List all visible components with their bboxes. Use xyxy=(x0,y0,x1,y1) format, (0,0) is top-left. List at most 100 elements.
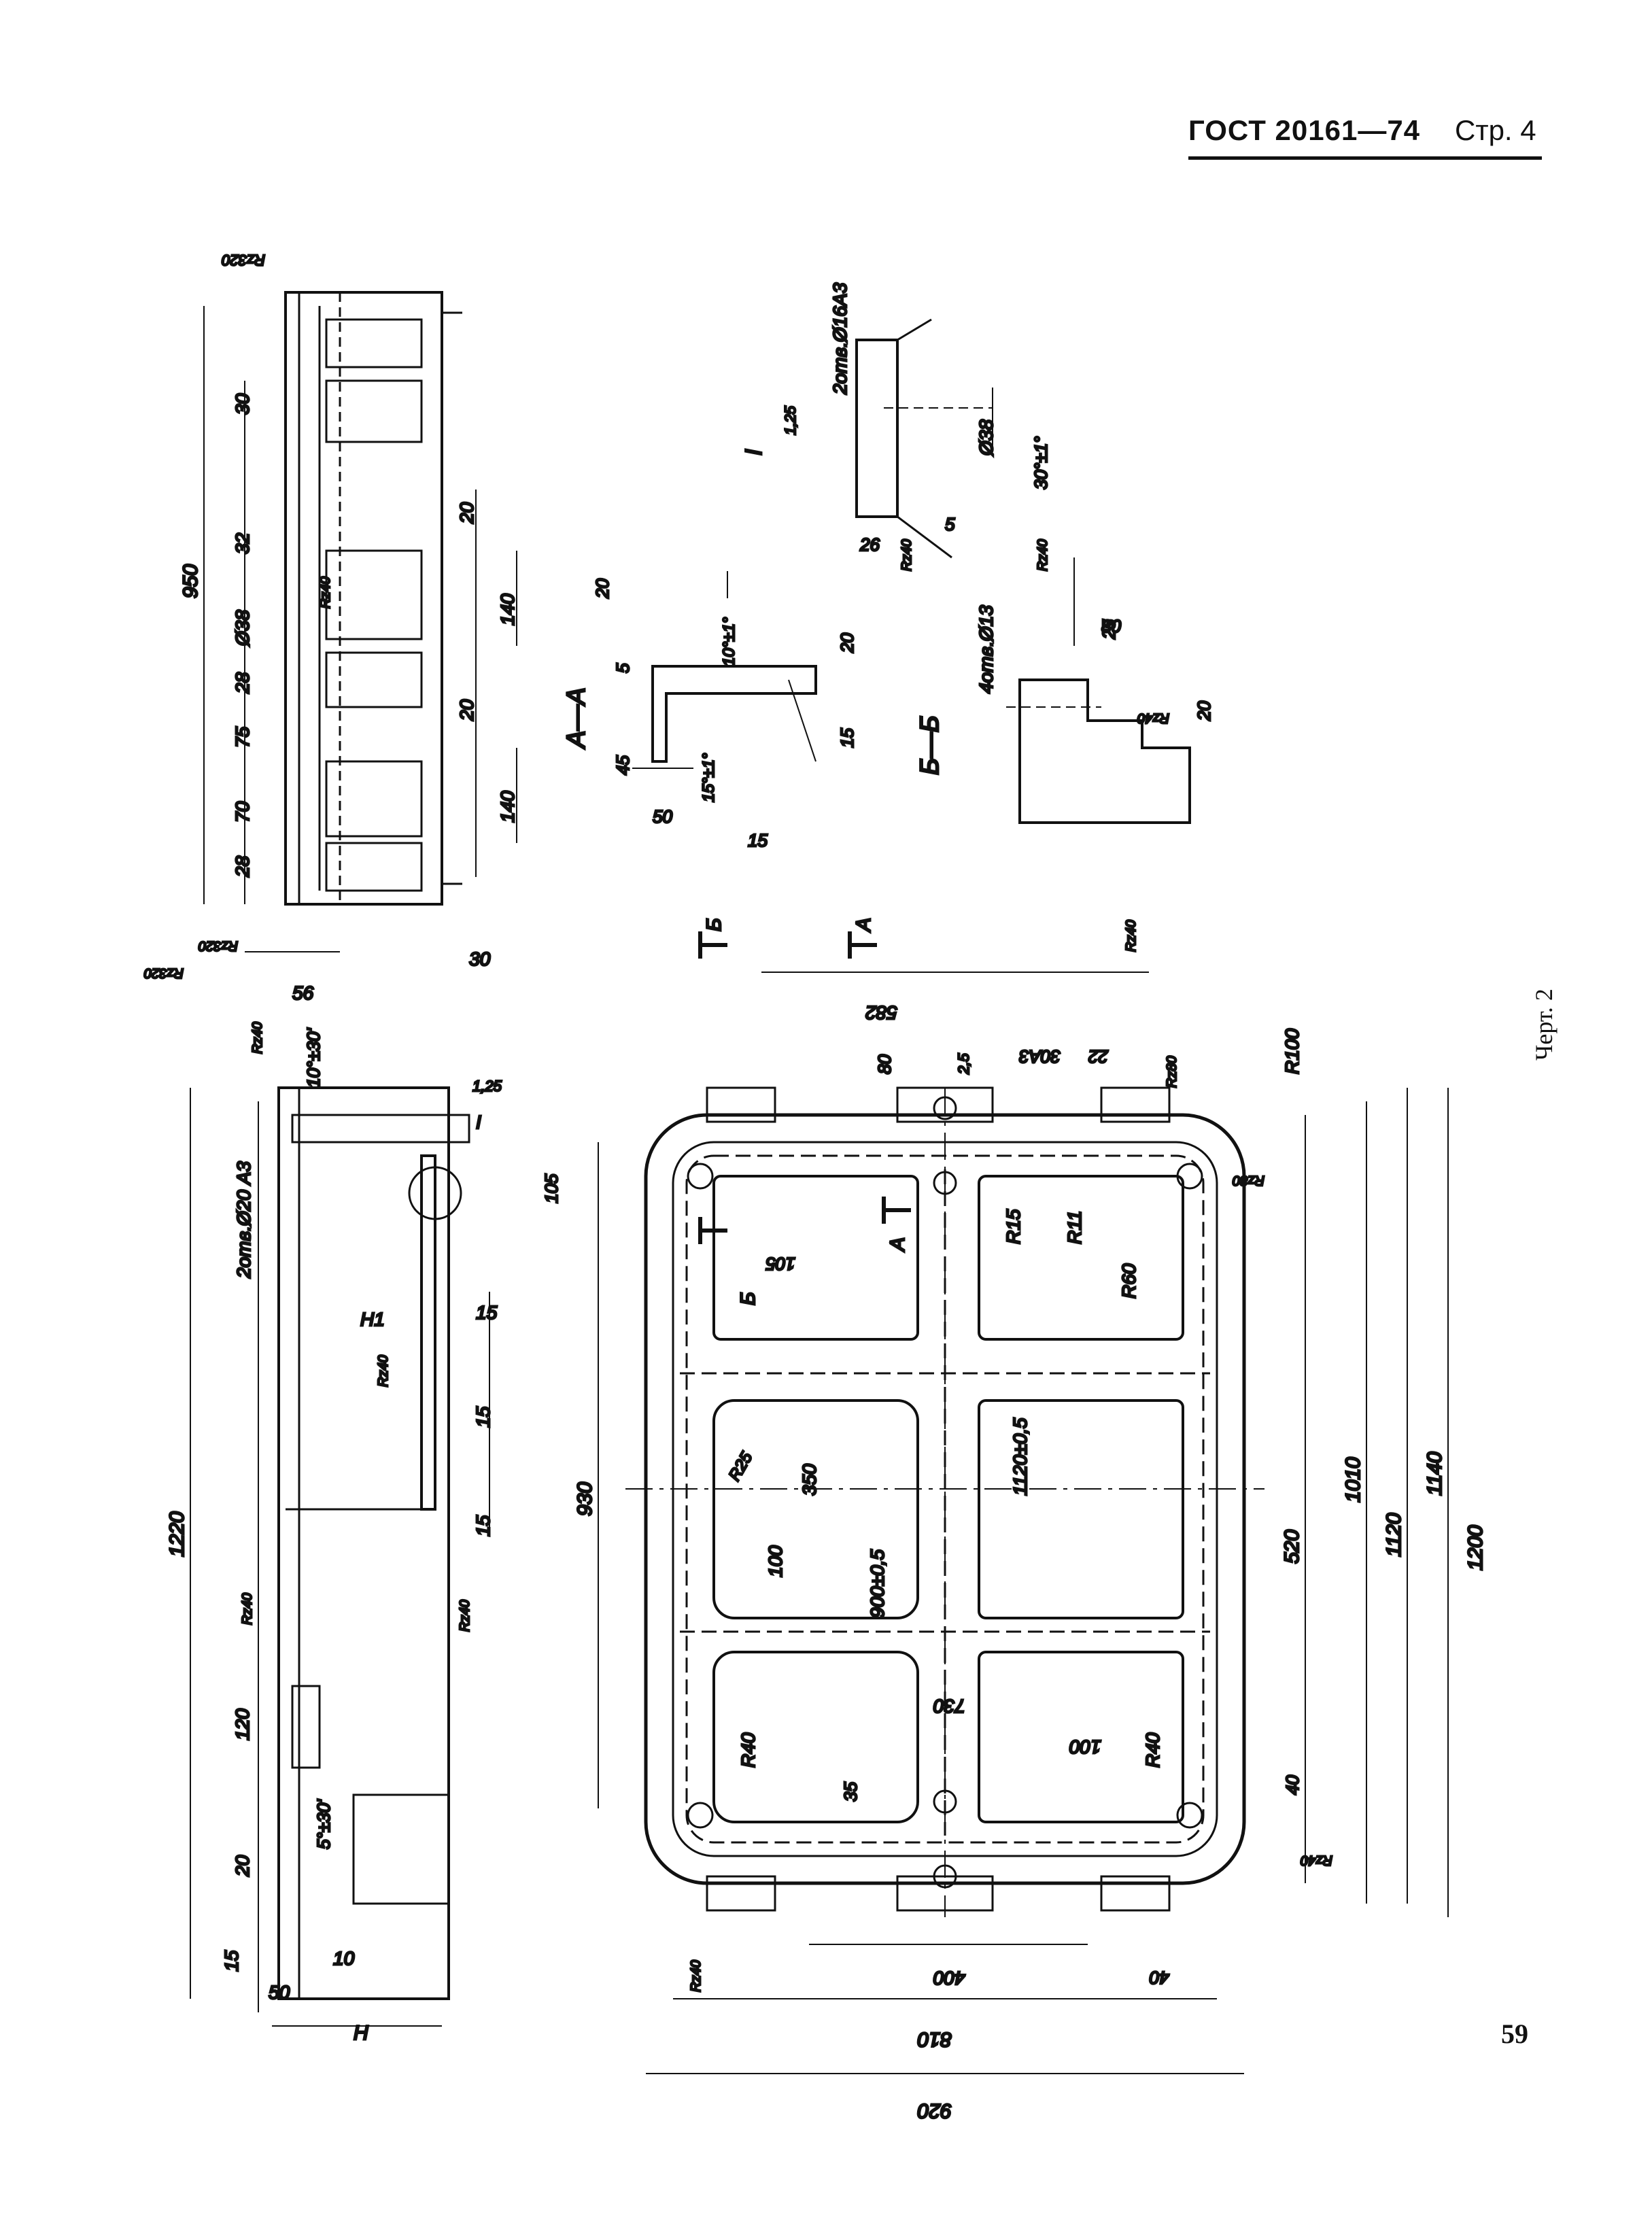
detail-ref-I: I xyxy=(476,1112,481,1133)
roughness-mark-11: Rz40 xyxy=(1137,710,1169,725)
detail-I-angle: 30°±1° xyxy=(1031,436,1051,489)
aa-dim-15-b: 15 xyxy=(748,830,768,850)
section-marker-A-top: А xyxy=(853,918,875,933)
aa-dim-20-b: 20 xyxy=(837,633,857,653)
standard-number: ГОСТ 20161—74 xyxy=(1188,114,1421,146)
dim-20-a: 20 xyxy=(456,502,477,524)
plan-dim-30A3: 30А3 xyxy=(1019,1046,1061,1067)
detail-I xyxy=(855,318,993,559)
plan-dim-582: 582 xyxy=(865,1002,897,1023)
roughness-mark-3: Rz320 xyxy=(144,965,184,980)
plan-dim-350: 350 xyxy=(799,1464,820,1496)
page-label: Стр. 4 xyxy=(1455,114,1536,146)
plan-dim-100-b: 100 xyxy=(1069,1736,1101,1757)
plan-dim-105-a: 105 xyxy=(541,1173,562,1203)
plan-dim-730: 730 xyxy=(933,1696,965,1717)
roughness-mark-5: Rz40 xyxy=(250,1022,265,1054)
detail-I-26: 26 xyxy=(859,534,880,555)
roughness-mark-16: Rz40 xyxy=(689,1960,704,1992)
detail-I-5: 5 xyxy=(945,514,955,534)
plan-dim-100-a: 100 xyxy=(765,1545,786,1577)
plan-view xyxy=(598,931,1449,2074)
plan-dim-40-b: 40 xyxy=(1150,1967,1169,1988)
plan-radius-25: R25 xyxy=(725,1449,757,1484)
roughness-mark-13: Rz80 xyxy=(1165,1056,1180,1088)
plan-dim-930: 930 xyxy=(574,1482,596,1516)
plan-dim-400: 400 xyxy=(933,1967,965,1989)
hole-spec-20: 2отв.Ø20 А3 xyxy=(233,1161,254,1279)
top-profile-view xyxy=(203,291,517,952)
dim-28-a: 28 xyxy=(232,672,253,694)
plan-dim-80: 80 xyxy=(874,1054,895,1074)
section-marker-A-plan: А xyxy=(887,1237,909,1252)
plan-radius-40-a: R40 xyxy=(738,1732,759,1768)
dim-15-d: 15 xyxy=(472,1515,494,1536)
dim-H: Н xyxy=(354,2022,368,2044)
bb-dim-80: 80 xyxy=(1101,616,1121,636)
section-aa xyxy=(632,571,817,769)
aa-dim-5: 5 xyxy=(613,663,633,673)
dim-1220: 1220 xyxy=(166,1511,188,1557)
aa-angle-15: 15°±1° xyxy=(700,753,718,802)
dim-75: 75 xyxy=(232,726,253,748)
header-rule xyxy=(1188,156,1542,160)
plan-radius-40-b: R40 xyxy=(1142,1732,1163,1768)
plan-dim-1140: 1140 xyxy=(1424,1451,1446,1496)
figure-caption: Черт. 2 xyxy=(1530,989,1558,1061)
bb-dim-20: 20 xyxy=(1194,701,1214,721)
section-aa-title: А—А xyxy=(562,687,591,749)
left-side-view xyxy=(190,1086,490,2027)
roughness-mark-15: Rz40 xyxy=(1301,1853,1332,1868)
plan-radius-15: R15 xyxy=(1003,1209,1024,1244)
dim-70: 70 xyxy=(232,801,253,823)
plan-dim-900: 900±0,5 xyxy=(867,1549,888,1618)
roughness-mark-9: Rz40 xyxy=(899,539,914,571)
plan-dim-1200: 1200 xyxy=(1464,1525,1487,1570)
dim-32: 32 xyxy=(232,532,253,554)
aa-dim-20: 20 xyxy=(592,579,613,599)
section-bb-title: Б—Б xyxy=(916,716,944,775)
plan-radius-100: R100 xyxy=(1281,1029,1303,1074)
aa-dim-15: 15 xyxy=(837,728,857,748)
plan-dim-810: 810 xyxy=(918,2028,952,2050)
dim-diam-38: Ø38 xyxy=(232,610,253,647)
aa-dim-50: 50 xyxy=(653,806,672,827)
plan-dim-1010: 1010 xyxy=(1342,1457,1364,1502)
plan-dim-2-5: 2,5 xyxy=(955,1053,972,1075)
bb-dim-25: 25 xyxy=(1099,619,1119,640)
detail-I-roughness: 1,25 xyxy=(782,405,799,435)
dim-28-b: 28 xyxy=(232,855,253,878)
roughness-mark-10: Rz40 xyxy=(1035,539,1050,571)
dim-120: 120 xyxy=(232,1708,253,1740)
dim-950: 950 xyxy=(179,564,202,598)
plan-radius-11: R11 xyxy=(1064,1211,1085,1244)
dim-10: 10 xyxy=(333,1948,355,1969)
dim-H1: Н1 xyxy=(360,1309,385,1330)
dim-30-b: 30 xyxy=(469,948,491,969)
plan-dim-920: 920 xyxy=(918,2099,952,2122)
section-marker-B-top: Б xyxy=(703,918,725,931)
dim-angle-10: 10°±30' xyxy=(303,1027,324,1088)
roughness-mark-7: Rz40 xyxy=(240,1593,255,1625)
detail-I-holes: 2отв.Ø16А3 xyxy=(829,283,850,395)
dim-15-a: 15 xyxy=(221,1950,242,1972)
dim-angle-5: 5°±30' xyxy=(313,1799,334,1849)
plan-dim-22: 22 xyxy=(1088,1046,1109,1067)
section-marker-B-plan: Б xyxy=(737,1292,759,1305)
dim-56: 56 xyxy=(292,982,314,1003)
aa-dim-45: 45 xyxy=(613,755,633,775)
plan-dim-35: 35 xyxy=(840,1782,861,1802)
roughness-mark-1: Rz320 xyxy=(222,252,265,269)
detail-I-diam: Ø38 xyxy=(976,419,997,456)
page-number: 59 xyxy=(1501,2018,1528,2049)
dim-15-c: 15 xyxy=(472,1406,494,1428)
detail-I-title: I xyxy=(741,449,767,456)
aa-angle-10: 10°±1° xyxy=(720,617,738,666)
dim-50: 50 xyxy=(269,1982,290,2003)
plan-dim-1120-tol: 1120±0,5 xyxy=(1010,1417,1031,1496)
dim-30: 30 xyxy=(232,393,253,415)
dim-140-a: 140 xyxy=(497,594,518,625)
roughness-mark-14: Rz80 xyxy=(1233,1173,1264,1188)
roughness-mark-6: Rz40 xyxy=(376,1355,391,1387)
